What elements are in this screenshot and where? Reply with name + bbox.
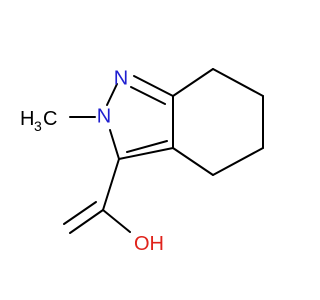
bond-n2-c3 [109, 129, 120, 160]
bond-c7a-c7 [172, 68, 214, 97]
bond-n1-n2 [106, 83, 118, 106]
hydroxyl-label: OH [134, 233, 164, 255]
bond-c3-c3a [118, 147, 174, 160]
bond-c7a-n1-double [130, 86, 166, 105]
bond-carboxyl-oxygen-double [63, 201, 97, 225]
nitrogen-top-label: N [114, 67, 128, 89]
nitrogen-methyl-label: N [97, 105, 111, 127]
bonds [63, 68, 264, 234]
bond-c5-c4 [212, 147, 264, 176]
bond-c4-c3a [172, 147, 214, 176]
atom-labels: N N H 3 C OH O [20, 67, 164, 255]
bond-c3-c3a-double [126, 140, 168, 153]
methyl-label: H 3 C [20, 108, 57, 134]
bond-c7a-n1 [133, 75, 174, 97]
bond-carboxyl-hydroxyl [102, 209, 131, 233]
methyl-c: C [43, 108, 57, 130]
bond-carboxyl-oxygen [69, 209, 104, 234]
methyl-subscript: 3 [34, 118, 42, 134]
methyl-h: H [20, 108, 34, 130]
bond-c7-c6 [212, 68, 264, 97]
molecule-structure: N N H 3 C OH O [20, 67, 264, 255]
bond-c3-carboxyl [102, 158, 120, 211]
